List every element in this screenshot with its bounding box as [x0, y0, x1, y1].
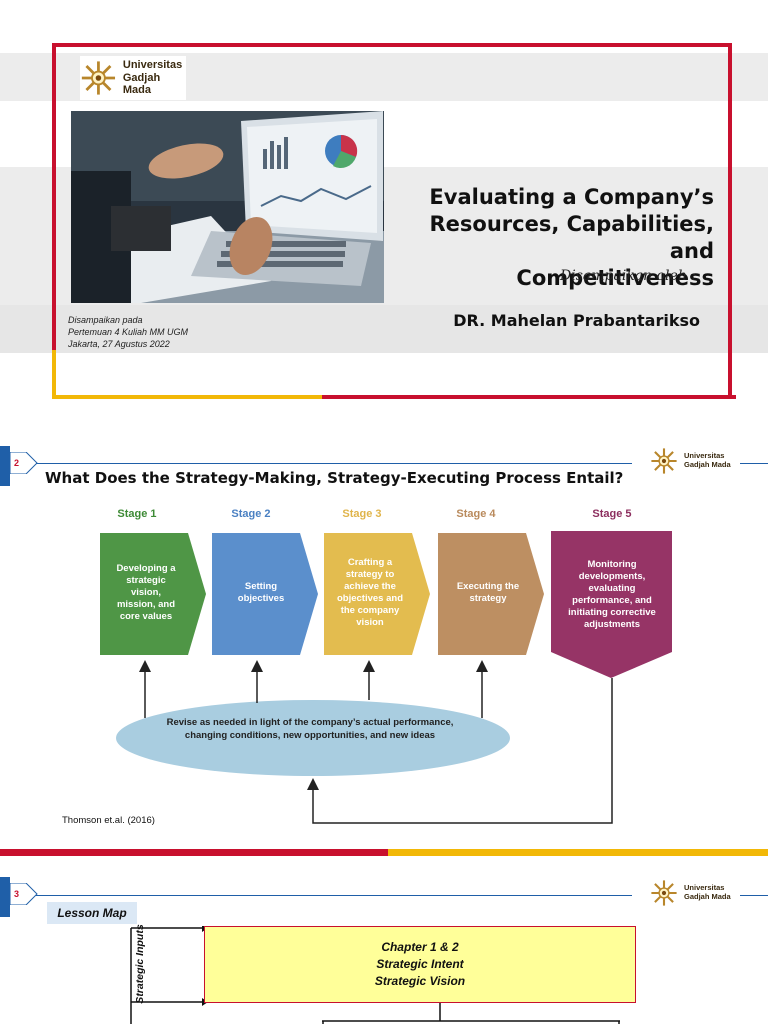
slide2-bottom-red [0, 849, 388, 856]
logo-line1: Universitas [684, 883, 725, 893]
logo-line1: Universitas [122, 59, 183, 72]
slide3-header-rule-right [740, 895, 768, 896]
slide2-title: What Does the Strategy-Making, Strategy-… [45, 469, 624, 487]
chapter-connector [322, 1003, 620, 1024]
footnote-line-2: Pertemuan 4 Kuliah MM UGM [68, 327, 189, 337]
chapter-line-1: Chapter 1 & 2 [381, 940, 459, 954]
stage-5-text: Monitoring developments, evaluating perf… [568, 559, 656, 630]
university-logo: Universitas Gadjah Mada [80, 56, 186, 100]
slide3-number-chevron [10, 883, 38, 905]
ugm-emblem-icon [651, 448, 677, 474]
stage-2-label: Stage 2 [231, 508, 271, 520]
slide2-header-rule [36, 463, 632, 464]
slide2-number-chevron [10, 452, 38, 474]
strategic-inputs-label: Strategic Inputs [134, 924, 146, 1004]
lesson-map-label: Lesson Map [47, 902, 137, 924]
stage-4-label: Stage 4 [456, 508, 496, 520]
stage-5-label: Stage 5 [592, 508, 632, 520]
footnote-line-3: Jakarta, 27 Agustus 2022 [68, 339, 170, 349]
slide3-number: 3 [14, 889, 20, 899]
stage-2-shape [212, 533, 318, 655]
slide2-number: 2 [14, 458, 20, 468]
stage-2-text: Setting objectives [237, 581, 285, 604]
feedback-text: Revise as needed in light of the company… [166, 717, 454, 741]
stage-1-shape [100, 533, 206, 655]
chapter-line-3: Strategic Vision [374, 974, 466, 988]
slide1-footnote: Disampaikan pada Pertemuan 4 Kuliah MM U… [68, 314, 188, 350]
slide1-frame-gold [52, 395, 322, 399]
presented-by: Disampaikan oleh : [560, 268, 696, 284]
slide1-title: Evaluating a Company’s Resources, Capabi… [384, 184, 714, 292]
stage-3-shape [324, 533, 430, 655]
slide3-number-bar [0, 877, 10, 917]
stage-4-text: Executing the strategy [456, 581, 520, 604]
business-laptop-charts-photo [71, 111, 384, 303]
logo-line2: Gadjah Mada [684, 892, 731, 901]
slide2-header-rule-right [740, 463, 768, 464]
slide2-bottom-gold [388, 849, 768, 856]
stage-1-label: Stage 1 [117, 508, 157, 520]
ugm-emblem-icon [651, 880, 677, 906]
title-line-3: Competitiveness [516, 266, 714, 290]
stage-4-shape [438, 533, 544, 655]
logo-line2: Gadjah Mada [684, 460, 731, 469]
feedback-ellipse [116, 700, 510, 776]
chapter-line-2: Strategic Intent [376, 957, 464, 971]
speaker-name: DR. Mahelan Prabantarikso [453, 311, 700, 330]
slide1-frame-red [322, 395, 736, 399]
stage-5-shape [551, 531, 672, 678]
university-logo-small: Universitas Gadjah Mada [650, 446, 732, 476]
stage-3-text: Crafting a strategy to achieve the objec… [337, 557, 403, 628]
footnote-line-1: Disampaikan pada [68, 315, 143, 325]
stage-1-text: Developing a strategic vision, mission, … [116, 563, 176, 622]
logo-line2: Gadjah Mada [122, 71, 161, 97]
slide1-left-accent [52, 350, 56, 398]
process-diagram [100, 531, 672, 824]
title-line-1: Evaluating a Company’s [429, 185, 714, 209]
ugm-emblem-icon [81, 61, 116, 95]
slide1-frame [52, 43, 732, 395]
citation: Thomson et.al. (2016) [62, 815, 155, 826]
title-line-2: Resources, Capabilities, and [429, 212, 715, 263]
slide3-header-rule [36, 895, 632, 896]
university-logo-small: Universitas Gadjah Mada [650, 878, 732, 908]
speaker-band [0, 305, 768, 353]
logo-line1: Universitas [684, 451, 725, 461]
stage-3-label: Stage 3 [342, 508, 382, 520]
slide2-number-bar [0, 446, 10, 486]
chapter-box: Chapter 1 & 2 Strategic Intent Strategic… [204, 926, 636, 1003]
